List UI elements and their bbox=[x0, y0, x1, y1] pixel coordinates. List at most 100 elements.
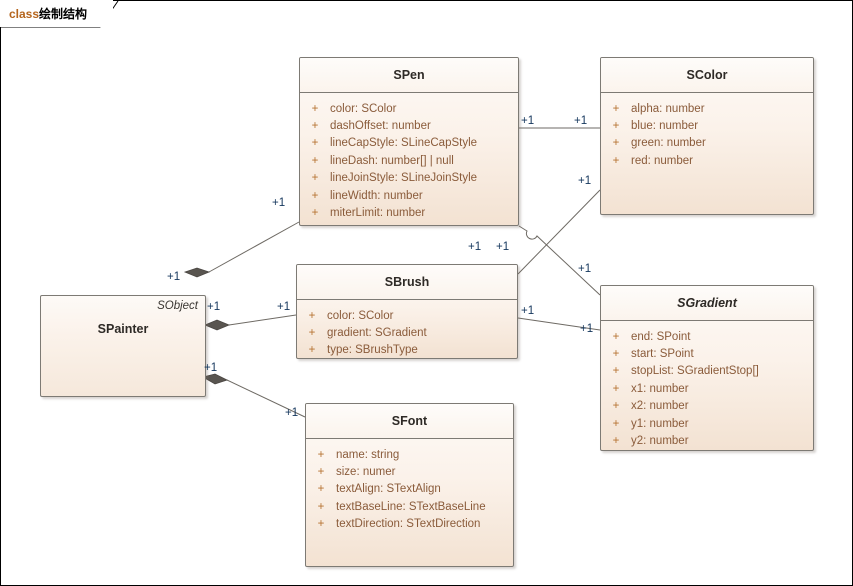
attribute-row[interactable]: + lineJoinStyle: SLineJoinStyle bbox=[300, 170, 518, 187]
attribute-row[interactable]: + name: string bbox=[306, 446, 513, 463]
attribute-row[interactable]: +x2: number bbox=[601, 398, 813, 415]
attribute-visibility: + bbox=[612, 382, 620, 395]
multiplicity-label[interactable]: +1 bbox=[521, 305, 535, 317]
attribute-signature: start: SPoint bbox=[631, 348, 694, 361]
attribute-signature: lineDash: number[] | null bbox=[330, 154, 454, 167]
connector-sbrush-scolor[interactable] bbox=[517, 189, 601, 275]
diagram-tab-title: 绘制结构 bbox=[39, 7, 88, 21]
class-box-spen[interactable]: SPen+color: SColor+dashOffset: number+li… bbox=[299, 57, 519, 226]
class-parent-label-spainter: SObject bbox=[157, 300, 198, 312]
attribute-visibility: + bbox=[317, 448, 325, 461]
attribute-visibility: + bbox=[612, 120, 620, 133]
attribute-signature: type: SBrushType bbox=[327, 344, 418, 357]
class-attributes-spen: + color: SColor +dashOffset: number + lineCa… bbox=[300, 93, 518, 222]
class-box-scolor[interactable]: SColor + alpha: number +blue: number+green:… bbox=[600, 57, 814, 215]
multiplicity-label[interactable]: +1 bbox=[204, 362, 218, 374]
attribute-visibility: + bbox=[612, 417, 620, 430]
attribute-signature: miterLimit: number bbox=[330, 207, 426, 220]
attribute-signature: gradient: SGradient bbox=[327, 327, 427, 340]
attribute-row[interactable]: + start: SPoint bbox=[601, 345, 813, 362]
attribute-row[interactable]: + y2: number bbox=[601, 432, 813, 449]
attribute-signature: alpha: number bbox=[631, 102, 705, 115]
attribute-row[interactable]: + lineCapStyle: SLineCapStyle bbox=[300, 135, 518, 152]
multiplicity-label[interactable]: +1 bbox=[521, 115, 535, 127]
attribute-visibility: + bbox=[317, 483, 325, 496]
class-title-spainter: SPainter bbox=[97, 322, 149, 336]
attribute-row[interactable]: +green: number bbox=[601, 135, 813, 152]
attribute-visibility: + bbox=[311, 172, 319, 185]
attribute-row[interactable]: +textBaseLine: STextBaseLine bbox=[306, 498, 513, 515]
attribute-visibility: + bbox=[317, 518, 325, 531]
attribute-row[interactable]: +gradient: SGradient bbox=[297, 324, 517, 341]
attribute-signature: y2: number bbox=[631, 435, 689, 448]
multiplicity-label[interactable]: +1 bbox=[574, 115, 588, 127]
attribute-visibility: + bbox=[612, 137, 620, 150]
connector-spainter-spen[interactable] bbox=[183, 221, 300, 278]
attribute-row[interactable]: +type: SBrushType bbox=[297, 342, 517, 358]
attribute-signature: lineWidth: number bbox=[330, 189, 423, 202]
attribute-row[interactable]: + textDirection: STextDirection bbox=[306, 516, 513, 533]
attribute-row[interactable]: + alpha: number bbox=[601, 100, 813, 117]
multiplicity-label[interactable]: +1 bbox=[578, 263, 592, 275]
connector-spen-sgradient[interactable] bbox=[518, 225, 601, 296]
attribute-signature: lineJoinStyle: SLineJoinStyle bbox=[330, 172, 478, 185]
attribute-visibility: + bbox=[612, 102, 620, 115]
multiplicity-label[interactable]: +1 bbox=[468, 241, 482, 253]
attribute-signature: x1: number bbox=[631, 382, 689, 395]
attribute-row[interactable]: +red: number bbox=[601, 152, 813, 169]
attribute-signature: name: string bbox=[336, 448, 400, 461]
attribute-row[interactable]: +y1: number bbox=[601, 415, 813, 432]
attribute-signature: color: SColor bbox=[330, 102, 397, 115]
attribute-signature: color: SColor bbox=[327, 309, 394, 322]
attribute-visibility: + bbox=[311, 189, 319, 202]
attribute-visibility: + bbox=[311, 137, 319, 150]
multiplicity-label[interactable]: +1 bbox=[496, 241, 510, 253]
class-box-sgradient[interactable]: SGradient+end: SPoint+start: SPoint+stop… bbox=[600, 285, 814, 451]
attribute-signature: textAlign: STextAlign bbox=[336, 483, 441, 496]
attribute-visibility: + bbox=[612, 435, 620, 448]
attribute-row[interactable]: +end: SPoint bbox=[601, 328, 813, 345]
attribute-row[interactable]: + size: numer bbox=[306, 463, 513, 480]
multiplicity-label[interactable]: +1 bbox=[207, 301, 221, 313]
class-attributes-scolor: + alpha: number +blue: number+green: numbe… bbox=[601, 93, 813, 170]
attribute-row[interactable]: + x1: number bbox=[601, 380, 813, 397]
attribute-visibility: + bbox=[311, 207, 319, 220]
class-attributes-sfont: + name: string + size: numer + textAlign: STe… bbox=[306, 439, 513, 533]
attribute-signature: size: numer bbox=[336, 466, 396, 479]
attribute-row[interactable]: + lineWidth: number bbox=[300, 187, 518, 204]
multiplicity-label[interactable]: +1 bbox=[167, 271, 181, 283]
attribute-visibility: + bbox=[612, 400, 620, 413]
connector-spainter-sbrush[interactable] bbox=[203, 314, 297, 331]
attribute-row[interactable]: + textAlign: STextAlign bbox=[306, 481, 513, 498]
multiplicity-label[interactable]: +1 bbox=[580, 323, 594, 335]
attribute-visibility: + bbox=[317, 466, 325, 479]
attribute-row[interactable]: +color: SColor bbox=[297, 307, 517, 324]
class-box-spainter[interactable]: SObject SPainter bbox=[40, 295, 206, 397]
attribute-visibility: + bbox=[311, 102, 319, 115]
class-box-sfont[interactable]: SFont+name: string+size: numer+textAlign… bbox=[305, 403, 514, 567]
class-box-sbrush[interactable]: SBrush+color: SColor+gradient: SGradient… bbox=[296, 264, 518, 359]
multiplicity-label[interactable]: +1 bbox=[578, 175, 592, 187]
attribute-visibility: + bbox=[317, 500, 325, 513]
multiplicity-label[interactable]: +1 bbox=[277, 301, 291, 313]
attribute-row[interactable]: +dashOffset: number bbox=[300, 117, 518, 134]
class-title-spen: SPen bbox=[300, 58, 518, 93]
attribute-signature: stopList: SGradientStop[] bbox=[631, 365, 759, 378]
attribute-visibility: + bbox=[612, 348, 620, 361]
diagram-tab-keyword: class bbox=[9, 6, 40, 21]
attribute-row[interactable]: + miterLimit: number bbox=[300, 204, 518, 221]
multiplicity-label[interactable]: +1 bbox=[272, 197, 286, 209]
attribute-signature: lineCapStyle: SLineCapStyle bbox=[330, 137, 478, 150]
attribute-row[interactable]: +blue: number bbox=[601, 117, 813, 134]
attribute-row[interactable]: + color: SColor bbox=[300, 100, 518, 117]
attribute-signature: end: SPoint bbox=[631, 330, 691, 343]
attribute-signature: textDirection: STextDirection bbox=[336, 518, 481, 531]
class-attributes-sgradient: +end: SPoint+start: SPoint+stopList: SGr… bbox=[601, 321, 813, 450]
multiplicity-label[interactable]: +1 bbox=[285, 407, 299, 419]
attribute-row[interactable]: +lineDash: number[] | null bbox=[300, 152, 518, 169]
attribute-row[interactable]: +stopList: SGradientStop[] bbox=[601, 363, 813, 380]
class-title-scolor: SColor bbox=[601, 58, 813, 93]
connector-sbrush-sgradient[interactable] bbox=[517, 317, 601, 331]
